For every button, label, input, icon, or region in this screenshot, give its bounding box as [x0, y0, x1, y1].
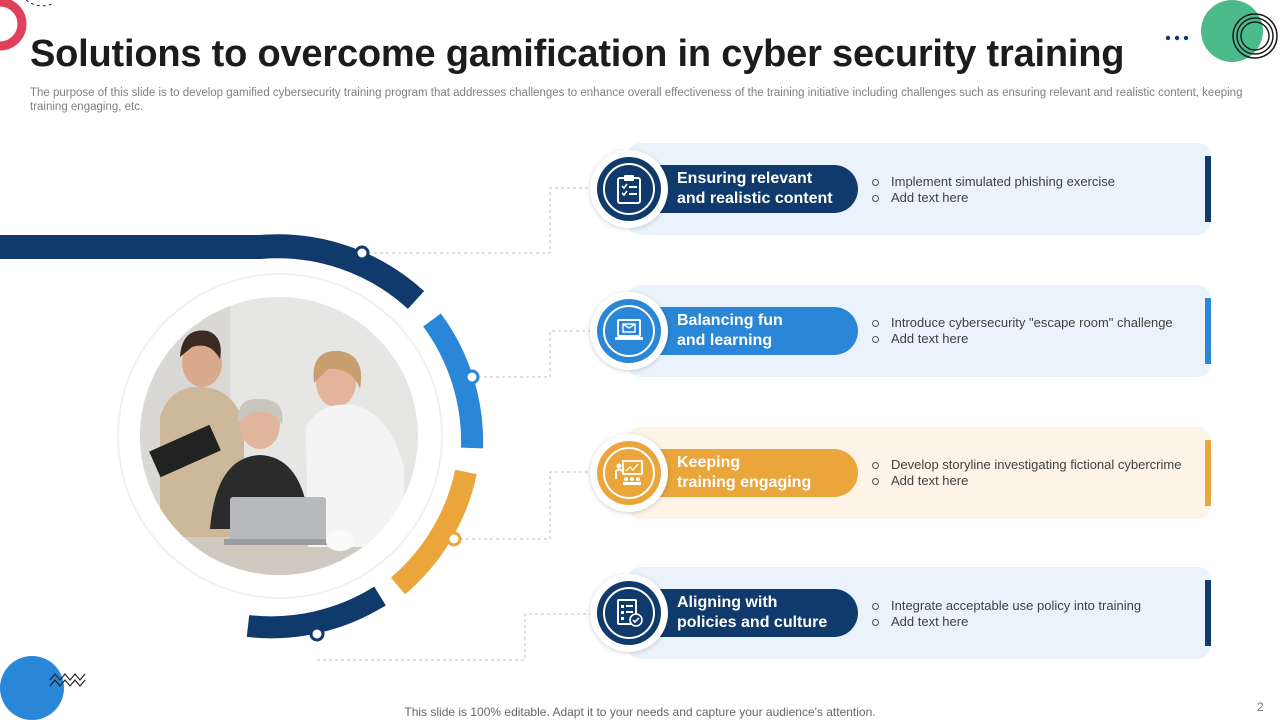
laptop-mail-icon: [615, 319, 643, 340]
solution-title-pill: Aligning with policies and culture: [650, 589, 858, 637]
presentation-board-icon: [615, 460, 643, 485]
solution-bullets: Introduce cybersecurity "escape room" ch…: [872, 315, 1173, 347]
solution-card-edge: [1205, 156, 1211, 222]
solution-icon-ring: [590, 574, 668, 652]
corner-decoration-top-left: [0, 0, 53, 51]
solution-title-pill: Keeping training engaging: [650, 449, 858, 497]
solution-title: Aligning with policies and culture: [677, 594, 828, 631]
corner-decoration-bottom-left: [0, 656, 86, 720]
solution-icon-ring: [590, 150, 668, 228]
bullet-item: Add text here: [872, 331, 1173, 347]
bullet-item: Introduce cybersecurity "escape room" ch…: [872, 315, 1173, 331]
solution-card-edge: [1205, 298, 1211, 364]
bullet-item: Develop storyline investigating fictiona…: [872, 457, 1181, 473]
solution-icon-ring: [590, 434, 668, 512]
slide-title: Solutions to overcome gamification in cy…: [30, 33, 1125, 75]
corner-decoration-top-right: [1165, 0, 1278, 62]
solution-bullets: Integrate acceptable use policy into tra…: [872, 598, 1141, 630]
team-photo: [140, 297, 418, 575]
solution-card-edge: [1205, 440, 1211, 506]
solution-title: Keeping training engaging: [677, 454, 812, 491]
bullet-item: Implement simulated phishing exercise: [872, 174, 1115, 190]
bullet-item: Integrate acceptable use policy into tra…: [872, 598, 1141, 614]
solution-icon-ring: [590, 292, 668, 370]
solution-title: Ensuring relevant and realistic content: [677, 170, 833, 207]
solution-bullets: Implement simulated phishing exercise Ad…: [872, 174, 1115, 206]
bullet-item: Add text here: [872, 473, 1181, 489]
clipboard-checklist-icon: [617, 175, 641, 204]
solution-title-pill: Balancing fun and learning: [650, 307, 858, 355]
bullet-item: Add text here: [872, 190, 1115, 206]
slide-subtitle: The purpose of this slide is to develop …: [30, 87, 1243, 113]
solution-bullets: Develop storyline investigating fictiona…: [872, 457, 1181, 489]
slide-footer: This slide is 100% editable. Adapt it to…: [404, 705, 876, 719]
solution-title: Balancing fun and learning: [677, 312, 783, 349]
solution-title-pill: Ensuring relevant and realistic content: [650, 165, 858, 213]
policy-document-check-icon: [617, 599, 643, 627]
bullet-item: Add text here: [872, 614, 1141, 630]
solution-card-edge: [1205, 580, 1211, 646]
page-number: 2: [1257, 700, 1264, 714]
